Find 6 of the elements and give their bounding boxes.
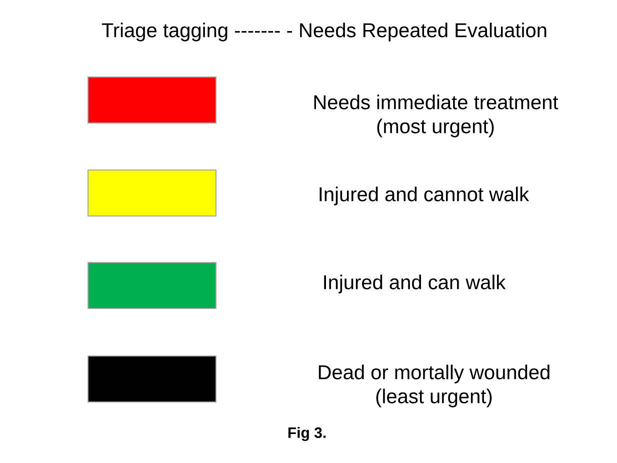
title: Triage tagging ------- - Needs Repeated Evaluation [102, 22, 546, 42]
legend-label: Needs immediate treatment (most urgent) [314, 94, 558, 138]
caption: Fig 3. [288, 426, 326, 441]
legend-label: Injured and cannot walk [320, 186, 530, 206]
legend-label: Injured and can walk [324, 274, 506, 294]
legend-label: Dead or mortally wounded (least urgent) [318, 364, 550, 408]
